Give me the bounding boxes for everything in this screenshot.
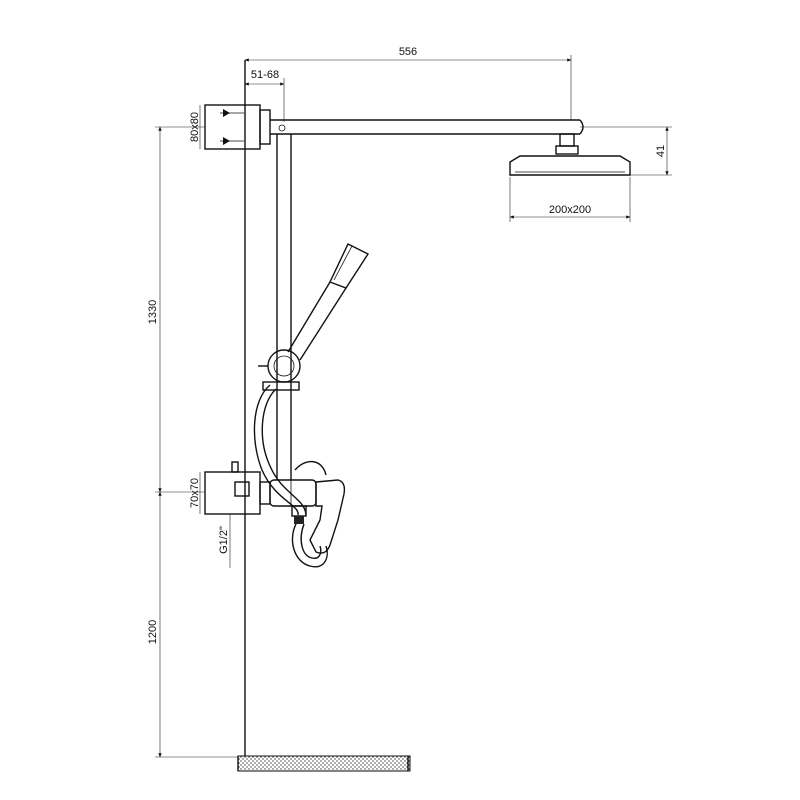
- dim-head-size: 200x200: [509, 177, 631, 222]
- dim-head-size-label: 200x200: [549, 204, 591, 216]
- shower-arm: [270, 119, 584, 135]
- dim-arm-length: 556: [244, 46, 572, 120]
- dim-mixer-height: 1200: [147, 491, 238, 758]
- shower-head: [509, 133, 631, 176]
- dim-thread-label: G1/2": [218, 526, 230, 554]
- dim-head-drop: 41: [580, 126, 672, 176]
- dim-head-drop-label: 41: [655, 145, 667, 157]
- sliding-holder: [258, 349, 301, 391]
- top-wall-bracket: [204, 104, 271, 150]
- hand-shower: [287, 243, 370, 361]
- dim-total-height: 1330: [147, 126, 205, 493]
- dim-wall-offset-label: 51-68: [251, 69, 279, 81]
- mixer-wall-plate: [204, 461, 261, 515]
- dim-thread: G1/2": [218, 514, 231, 568]
- dim-wall-offset: 51-68: [244, 69, 285, 122]
- dim-mixer-plate-label: 70x70: [189, 478, 201, 508]
- floor: [237, 755, 411, 772]
- dim-mixer-height-label: 1200: [147, 620, 159, 644]
- dim-arm-length-label: 556: [399, 46, 417, 58]
- riser-pipe: [276, 134, 292, 480]
- shower-hose: [253, 384, 327, 516]
- dim-mixer-plate: 70x70: [155, 472, 205, 514]
- mixer-body: [259, 479, 346, 568]
- dim-total-height-label: 1330: [147, 300, 159, 324]
